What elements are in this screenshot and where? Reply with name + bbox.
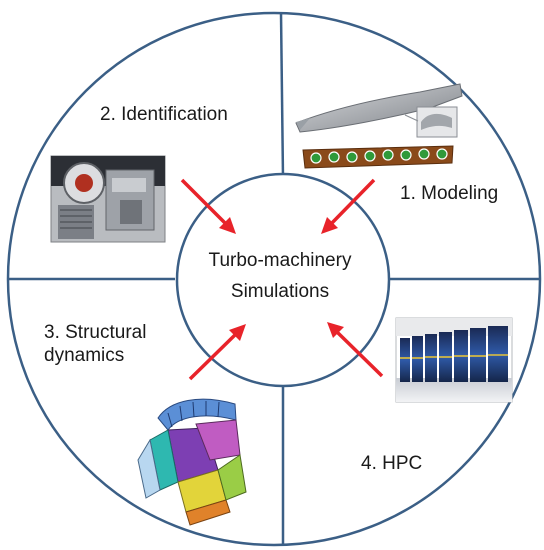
arrow-identification xyxy=(180,178,236,234)
label-structural-line1: 3. Structural xyxy=(44,322,147,343)
label-modeling: 1. Modeling xyxy=(400,183,499,204)
arrow-hpc xyxy=(327,322,384,378)
arrow-modeling xyxy=(321,178,376,234)
label-identification: 2. Identification xyxy=(100,104,228,125)
blade-and-cross-section-icon xyxy=(295,83,463,169)
divider-top xyxy=(279,12,285,179)
rotor-mesh-model-icon xyxy=(137,398,247,526)
arrows xyxy=(180,178,384,381)
arrow-structural xyxy=(188,324,246,381)
center-title-line1: Turbo-machinery xyxy=(208,250,352,271)
test-rig-photo-icon xyxy=(50,155,166,243)
center-title-line2: Simulations xyxy=(230,281,330,302)
supercomputer-cluster-icon xyxy=(395,317,513,403)
center-title: Turbo-machinery Simulations xyxy=(180,245,380,307)
label-structural-dynamics: 3. Structural dynamics xyxy=(44,322,146,368)
label-structural-line2: dynamics xyxy=(44,344,125,366)
label-hpc: 4. HPC xyxy=(361,453,423,474)
